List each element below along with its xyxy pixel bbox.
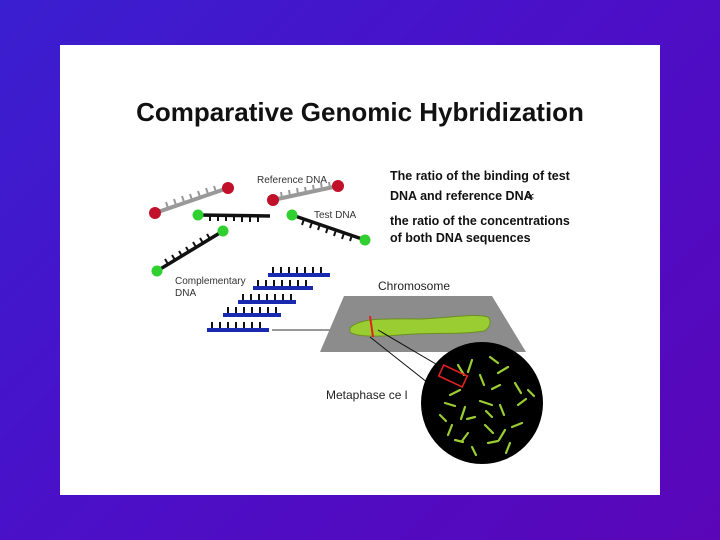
- complementary-strand: [207, 322, 269, 332]
- test-green-dot: [193, 210, 204, 221]
- complementary-strand: [253, 280, 313, 290]
- reference-green-dot: [267, 194, 279, 206]
- metaphase-cell: [421, 342, 543, 464]
- slide: Comparative Genomic Hybridization The ra…: [60, 45, 660, 495]
- complementary-strand: [268, 267, 330, 277]
- test-green-dot: [218, 226, 229, 237]
- test-green-dot: [287, 210, 298, 221]
- reference-red-dot: [149, 207, 161, 219]
- complementary-dna-label-line2: DNA: [175, 288, 196, 299]
- reference-red-dot: [332, 180, 344, 192]
- proportional-symbol: ∝: [526, 188, 535, 204]
- chromosome-label: Chromosome: [378, 279, 450, 293]
- metaphase-cell-label: Metaphase ce l: [326, 388, 407, 402]
- complementary-strand: [238, 294, 296, 304]
- slide-title: Comparative Genomic Hybridization: [60, 97, 660, 128]
- reference-dna-label: Reference DNA: [257, 175, 327, 186]
- complementary-strand: [223, 307, 281, 317]
- statement-line-1: The ratio of the binding of test: [390, 168, 570, 184]
- test-strand-3: [152, 226, 229, 277]
- reference-strand-1: [149, 182, 234, 219]
- test-dna-label: Test DNA: [314, 210, 356, 221]
- statement-line-2: DNA and reference DNA: [390, 188, 533, 204]
- statement-line-4: of both DNA sequences: [390, 230, 531, 246]
- reference-red-dot: [222, 182, 234, 194]
- statement-line-3: the ratio of the concentrations: [390, 213, 570, 229]
- test-green-dot: [360, 235, 371, 246]
- test-green-dot: [152, 266, 163, 277]
- complementary-dna-label-line1: Complementary: [175, 276, 246, 287]
- test-strand-1: [193, 210, 271, 223]
